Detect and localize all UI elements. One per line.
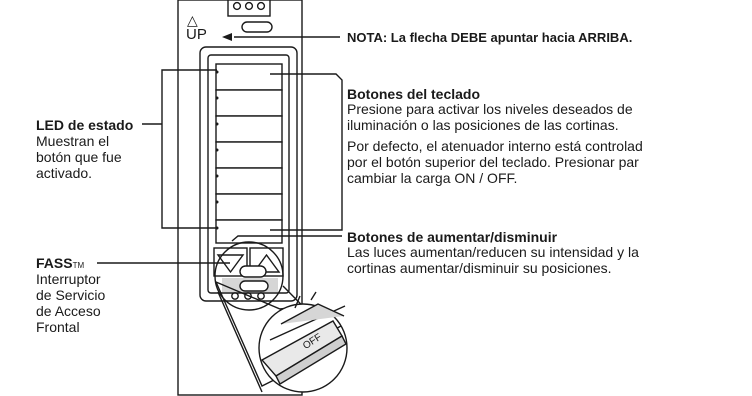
fass-title-text: FASS xyxy=(36,255,73,271)
keypad-button-6[interactable] xyxy=(215,193,283,221)
keypad-desc-line: Presione para activar los niveles desead… xyxy=(347,101,633,117)
fass-slot xyxy=(239,265,267,278)
terminal-screw xyxy=(231,292,239,300)
raise-lower-desc-line: cortinas aumentar/disminuir su posicione… xyxy=(347,260,612,276)
fass-title: FASSTM xyxy=(36,255,84,274)
keypad-button-1[interactable] xyxy=(215,63,283,91)
keypad-desc-line: Por defecto, el atenuador interno está c… xyxy=(347,138,643,154)
keypad-button-5[interactable] xyxy=(215,167,283,195)
status-led-title: LED de estado xyxy=(36,117,134,133)
status-led xyxy=(215,122,219,126)
raise-lower-desc-line: Las luces aumentan/reducen su intensidad… xyxy=(347,244,639,260)
raise-lower-description: Las luces aumentan/reducen su intensidad… xyxy=(347,244,639,276)
keypad-button-4[interactable] xyxy=(215,141,283,169)
keypad-button-3[interactable] xyxy=(215,115,283,143)
keypad-button-7[interactable] xyxy=(215,219,283,244)
terminal-block xyxy=(227,0,271,17)
up-arrow-pointer-icon xyxy=(222,33,232,41)
raise-lower-title: Botones de aumentar/disminuir xyxy=(347,229,558,245)
fass-desc-line: Frontal xyxy=(36,319,80,335)
leader-line-keypad xyxy=(296,73,343,231)
terminal-screw xyxy=(256,1,266,11)
leader-line-raise-lower xyxy=(231,235,342,242)
fass-trademark: TM xyxy=(72,261,85,270)
fass-desc-line: Interruptor xyxy=(36,271,101,287)
terminal-screw xyxy=(257,292,265,300)
magnified-fass-detail xyxy=(260,291,347,385)
magnifier-ray xyxy=(217,291,263,393)
mounting-slot-top xyxy=(241,21,273,33)
terminal-screw xyxy=(244,1,254,11)
keypad-buttons-description: Presione para activar los niveles desead… xyxy=(347,101,643,186)
terminal-screw xyxy=(244,292,252,300)
status-led xyxy=(215,174,219,178)
keypad-desc-line: por el botón superior del teclado. Presi… xyxy=(347,154,639,170)
keypad-buttons-title: Botones del teclado xyxy=(347,86,481,102)
status-led-desc-line: botón que fue xyxy=(36,149,122,165)
fass-small-circle xyxy=(214,241,284,311)
keypad-desc-line: cambiar la carga ON / OFF. xyxy=(347,170,518,186)
mounting-slot-bottom xyxy=(239,280,269,292)
status-led xyxy=(215,96,219,100)
up-arrow-icon: △ xyxy=(187,12,198,28)
fass-desc-line: de Servicio xyxy=(36,287,106,303)
leader-line-led xyxy=(161,69,217,229)
status-led-desc-line: activado. xyxy=(36,165,93,181)
fass-description: Interruptor de Servicio de Acceso Fronta… xyxy=(36,271,105,335)
status-led xyxy=(215,148,219,152)
keypad-buttons xyxy=(215,63,283,244)
up-label: UP xyxy=(186,26,207,43)
keypad-button-2[interactable] xyxy=(215,89,283,117)
fass-desc-line: de Acceso xyxy=(36,303,101,319)
status-led-desc-line: Muestran el xyxy=(36,133,110,149)
status-led xyxy=(215,200,219,204)
keypad-desc-line: iluminación o las posiciones de las cort… xyxy=(347,117,619,133)
status-leds xyxy=(215,70,219,230)
status-led-description: Muestran el botón que fue activado. xyxy=(36,133,122,181)
note-text: NOTA: La flecha DEBE apuntar hacia ARRIB… xyxy=(347,30,633,45)
terminal-screw xyxy=(232,1,242,11)
status-led xyxy=(215,70,219,74)
